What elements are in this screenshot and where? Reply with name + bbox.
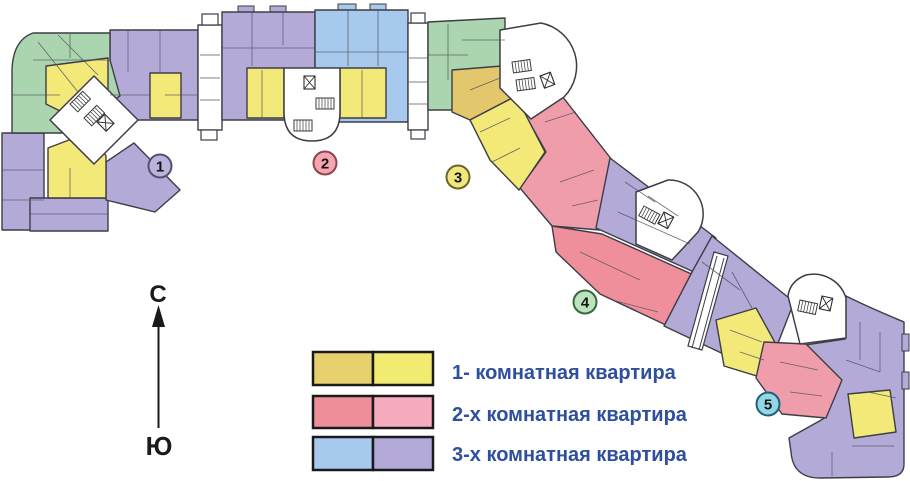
interior-walls [2, 10, 897, 476]
apartment-1room-yellow-s2-left [246, 67, 285, 119]
section-number: 3 [454, 170, 462, 187]
expansion-joint-1-2 [197, 13, 223, 141]
legend-swatch-2room-dark [311, 394, 375, 430]
apartment-3room-purple-s1-lower-right [105, 142, 181, 213]
apartment-1room-yellow-s3 [469, 95, 546, 191]
stair-core-s5 [787, 273, 847, 345]
expansion-joint-2-3 [407, 12, 429, 140]
section-number: 4 [581, 295, 590, 312]
legend-swatch-2room-light [371, 394, 435, 430]
apartment-1room-yellow-s2-right [339, 67, 387, 119]
balcony-tab [901, 333, 910, 352]
building-section-5 [663, 235, 910, 479]
section-marker-4: 4 [572, 289, 598, 315]
elevator-icon [303, 75, 316, 90]
legend-row-2room: 2-х комнатная квартира [311, 394, 688, 430]
legend-swatch-3room-purple [371, 435, 435, 472]
section-markers: 1 2 3 4 5 [147, 150, 781, 417]
legend-label-2room: 2-х комнатная квартира [452, 404, 688, 426]
legend-swatch-3room-blue [311, 435, 375, 472]
stairs-icon [511, 58, 532, 74]
section-marker-5: 5 [755, 391, 781, 417]
compass: С Ю [146, 281, 173, 461]
legend-label-1room: 1- комнатная квартира [452, 362, 677, 384]
stairs-icon [315, 97, 335, 110]
apartment-1room-yellow-s5-right [847, 389, 897, 439]
compass-south-label: Ю [146, 431, 173, 461]
section-number: 5 [764, 397, 772, 414]
stairs-icon [515, 76, 536, 92]
section-number: 2 [321, 156, 329, 173]
apartment-1room-yellow-s1-right [149, 72, 182, 119]
stair-core-s3 [499, 22, 578, 120]
building-section-2 [221, 3, 409, 142]
section-marker-2: 2 [312, 150, 338, 176]
stairs-icon [293, 119, 313, 132]
legend-row-1room: 1- комнатная квартира [311, 350, 677, 387]
legend-swatch-1room-dark [311, 350, 375, 387]
legend: 1- комнатная квартира 2-х комнатная квар… [311, 350, 688, 472]
elevator-icon [818, 295, 834, 312]
apartment-3room-purple-s1-bottom [29, 197, 109, 232]
legend-row-3room: 3-х комнатная квартира [311, 435, 688, 472]
building-section-4 [551, 157, 717, 327]
compass-arrowhead-icon [152, 305, 165, 327]
section-marker-1: 1 [147, 153, 173, 179]
joint-lines [691, 255, 725, 351]
compass-north-label: С [149, 281, 166, 308]
section-marker-3: 3 [445, 164, 471, 190]
legend-swatch-1room-light [371, 350, 435, 387]
building-section-1 [1, 29, 199, 232]
balcony-tab [901, 371, 910, 390]
legend-label-3room: 3-х комнатная квартира [452, 444, 688, 466]
building-section-3 [427, 17, 613, 231]
section-number: 1 [156, 159, 164, 176]
